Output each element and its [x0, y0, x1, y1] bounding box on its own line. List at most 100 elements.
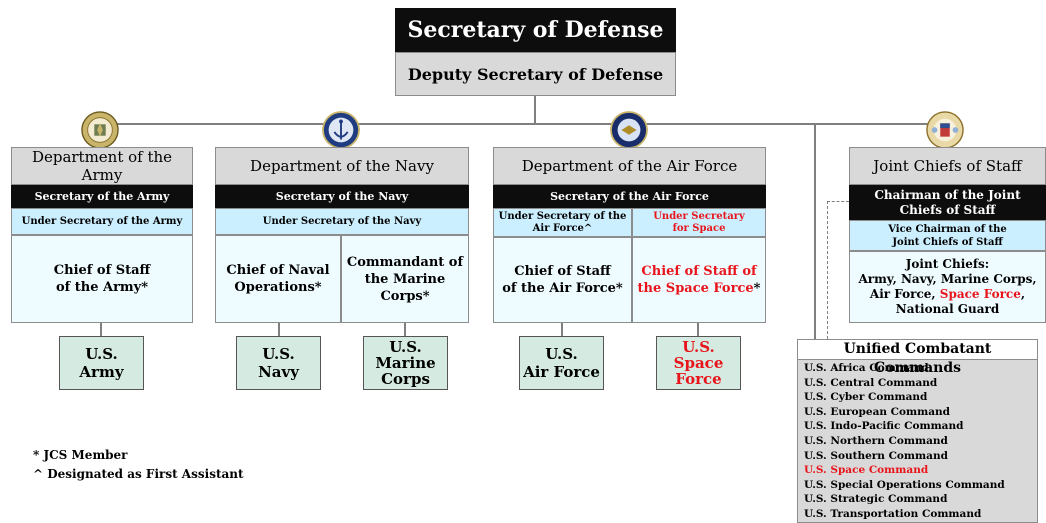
jcs-label: Joint Chiefs of Staff [873, 157, 1022, 175]
legend-first-assistant: ^ Designated as First Assistant [33, 467, 244, 481]
us-sf-line1: U.S. [682, 338, 715, 356]
jcs-members-box: Joint Chiefs: Army, Navy, Marine Corps, … [849, 251, 1046, 323]
cso-line1: Chief of Staff of [641, 264, 757, 279]
ucc-item: U.S. European Command [804, 405, 951, 418]
navy-under-secretary-label: Under Secretary of the Navy [262, 216, 422, 227]
us-sf-line2: Space [673, 354, 724, 372]
cno-line2: Operations* [234, 280, 322, 295]
navy-service-line [278, 323, 280, 336]
army-chief-line2: of the Army* [55, 280, 149, 295]
us-af-line1: U.S. [545, 345, 578, 363]
us-marine-line3: Corps [381, 370, 430, 388]
ucc-list: U.S. Africa Command U.S. Central Command… [798, 360, 1037, 522]
army-seal-icon [81, 111, 119, 149]
legend: * JCS Member ^ Designated as First Assis… [33, 446, 244, 484]
ucc-item: U.S. Special Operations Command [804, 478, 1005, 491]
airforce-service-line [561, 323, 563, 336]
members-line3a: Air Force, [869, 287, 940, 301]
us-army-line1: U.S. [85, 345, 118, 363]
army-secretary-box: Secretary of the Army [11, 185, 193, 208]
ucc-item: U.S. Cyber Command [804, 391, 928, 404]
chairman-line1: Chairman of the Joint [874, 187, 1021, 202]
marine-service-line [404, 323, 406, 336]
airforce-secretary-box: Secretary of the Air Force [493, 185, 766, 208]
airforce-department-box: Department of the Air Force [493, 147, 766, 185]
members-space-force: Space Force [939, 287, 1021, 301]
ucc-vertical-line [814, 123, 816, 339]
us-marine-line1: U.S. [389, 338, 422, 356]
us-space-force-box: U.S. Space Force [656, 336, 741, 390]
ucc-item: U.S. Africa Command [804, 362, 929, 374]
us-sf-line3: Force [675, 370, 722, 388]
army-department-box: Department of the Army [11, 147, 193, 185]
us-navy-line1: U.S. [262, 345, 295, 363]
members-line1: Joint Chiefs: [905, 257, 990, 271]
navy-secretary-label: Secretary of the Navy [275, 190, 409, 203]
cso-star: * [753, 281, 761, 296]
us-marine-line2: Marine [375, 354, 436, 372]
army-chief-of-staff-box: Chief of Staff of the Army* [11, 235, 193, 323]
ucc-item: U.S. Central Command [804, 376, 938, 389]
cmc-line2: the Marine Corps* [364, 271, 446, 304]
ucc-item-space: U.S. Space Command [804, 464, 929, 477]
us-marine-corps-box: U.S. Marine Corps [363, 336, 448, 390]
ucc-item: U.S. Transportation Command [804, 507, 982, 520]
navy-seal-icon [322, 111, 360, 149]
chief-of-space-operations-box: Chief of Staff of the Space Force* [632, 237, 766, 323]
jcs-ucc-dashed-vertical [827, 201, 828, 339]
army-chief-line1: Chief of Staff [53, 263, 151, 278]
unified-combatant-commands-box: Unified Combatant Commands U.S. Africa C… [797, 339, 1038, 523]
members-line4: National Guard [895, 302, 1000, 316]
chief-of-naval-operations-box: Chief of Naval Operations* [215, 235, 341, 323]
deputy-secretary-label: Deputy Secretary of Defense [407, 64, 664, 84]
csaf-line1: Chief of Staff [514, 264, 611, 279]
chairman-line2: Chiefs of Staff [899, 202, 996, 217]
top-horizontal-line [100, 123, 946, 125]
secretary-of-defense-label: Secretary of Defense [407, 17, 664, 43]
commandant-marine-corps-box: Commandant of the Marine Corps* [341, 235, 469, 323]
joint-chiefs-seal-icon [926, 111, 964, 149]
us-af-line2: Air Force [523, 363, 600, 381]
us-air-force-box: U.S. Air Force [519, 336, 604, 390]
secdef-stem [534, 96, 536, 124]
jcs-chairman-box: Chairman of the Joint Chiefs of Staff [849, 185, 1046, 220]
navy-department-box: Department of the Navy [215, 147, 469, 185]
ucc-title: Unified Combatant Commands [798, 340, 1037, 376]
under-secretary-air-force-box: Under Secretary of the Air Force^ [493, 208, 632, 237]
ucc-item: U.S. Northern Command [804, 434, 948, 447]
under-secretary-space-box: Under Secretary for Space [632, 208, 766, 237]
under-af-line1: Under Secretary of the [498, 210, 627, 222]
navy-secretary-box: Secretary of the Navy [215, 185, 469, 208]
under-af-line2: Air Force^ [532, 222, 593, 234]
legend-jcs-member: * JCS Member [33, 448, 128, 462]
secretary-of-defense-box: Secretary of Defense [395, 8, 676, 52]
vice-line2: Joint Chiefs of Staff [892, 236, 1003, 248]
members-line3: Air Force, Space Force, [870, 287, 1025, 302]
under-space-line1: Under Secretary [653, 210, 745, 222]
csaf-line2: of the Air Force* [502, 281, 623, 296]
chief-of-staff-air-force-box: Chief of Staff of the Air Force* [493, 237, 632, 323]
army-under-secretary-box: Under Secretary of the Army [11, 208, 193, 235]
cno-line1: Chief of Naval [226, 263, 330, 278]
army-service-line [100, 323, 102, 336]
ucc-item: U.S. Southern Command [804, 449, 948, 462]
navy-department-label: Department of the Navy [250, 157, 434, 175]
us-army-box: U.S. Army [59, 336, 144, 390]
air-force-seal-icon [610, 111, 648, 149]
deputy-secretary-box: Deputy Secretary of Defense [395, 52, 676, 96]
cso-line2-wrap: the Space Force* [638, 280, 761, 297]
army-department-label: Department of the Army [31, 148, 173, 184]
navy-under-secretary-box: Under Secretary of the Navy [215, 208, 469, 235]
jcs-ucc-dashed-line [827, 201, 849, 202]
airforce-department-label: Department of the Air Force [521, 157, 738, 175]
us-navy-line2: Navy [258, 363, 299, 381]
airforce-secretary-label: Secretary of the Air Force [550, 190, 709, 203]
army-secretary-label: Secretary of the Army [34, 190, 170, 203]
under-space-line2: for Space [672, 222, 726, 234]
ucc-item: U.S. Strategic Command [804, 493, 948, 506]
spaceforce-service-line [697, 323, 699, 336]
jcs-vice-chairman-box: Vice Chairman of the Joint Chiefs of Sta… [849, 220, 1046, 251]
members-line3c: , [1020, 287, 1026, 301]
us-army-line2: Army [79, 363, 124, 381]
ucc-item: U.S. Indo-Pacific Command [804, 420, 964, 433]
